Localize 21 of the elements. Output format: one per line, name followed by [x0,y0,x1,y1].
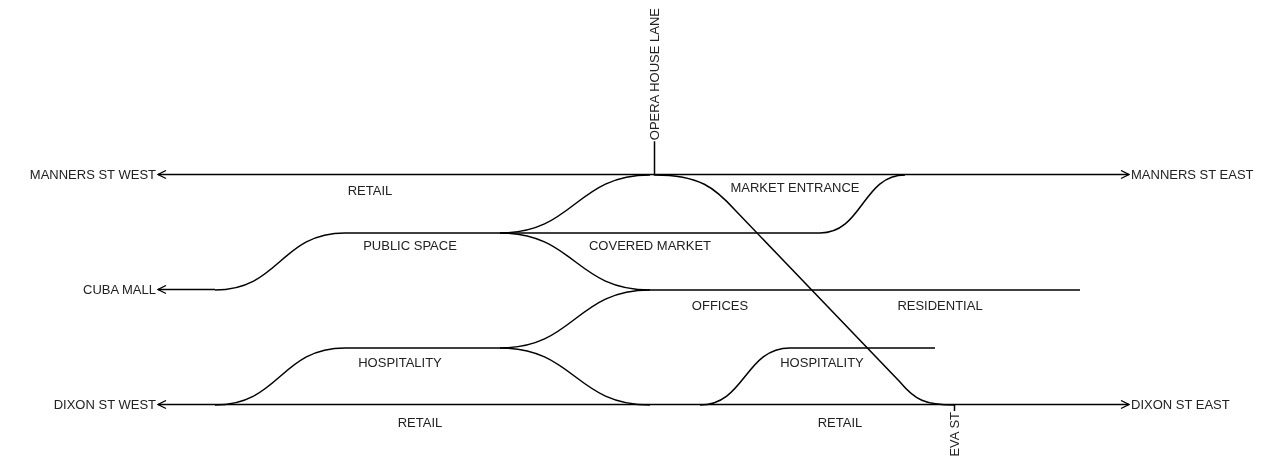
arrow [157,399,1130,410]
route-line [653,140,956,412]
street-label: DIXON ST EAST [1131,397,1230,412]
zone-label: MARKET ENTRANCE [730,179,860,195]
zone-label: HOSPITALITY [780,354,864,370]
arrow [157,169,1130,180]
zone-label: RETAIL [347,182,393,198]
arrow [157,284,216,295]
street-label: EVA ST [947,412,962,457]
street-label: MANNERS ST EAST [1131,167,1254,182]
street-label: CUBA MALL [83,282,156,297]
zone-label: RESIDENTIAL [897,297,983,313]
street-label: DIXON ST WEST [53,397,156,412]
street-label: MANNERS ST WEST [29,167,156,182]
zone-label: HOSPITALITY [358,354,442,370]
zone-label: OFFICES [691,297,749,313]
zone-label: PUBLIC SPACE [363,237,457,253]
zone-label: COVERED MARKET [588,237,712,253]
street-label: OPERA HOUSE LANE [647,8,662,141]
zone-label: RETAIL [817,414,863,430]
zone-label: RETAIL [397,414,443,430]
